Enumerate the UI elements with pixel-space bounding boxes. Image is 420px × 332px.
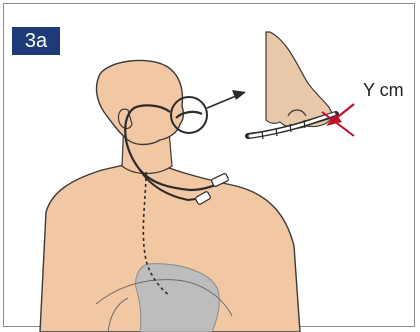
measurement-label: Y cm: [363, 80, 404, 101]
patient-head: [97, 60, 184, 144]
zoom-pointer-line: [207, 96, 236, 108]
zoom-pointer-arrowhead: [232, 90, 246, 100]
zoomed-nose: [266, 32, 332, 128]
figure-label-badge: 3a: [12, 27, 60, 55]
